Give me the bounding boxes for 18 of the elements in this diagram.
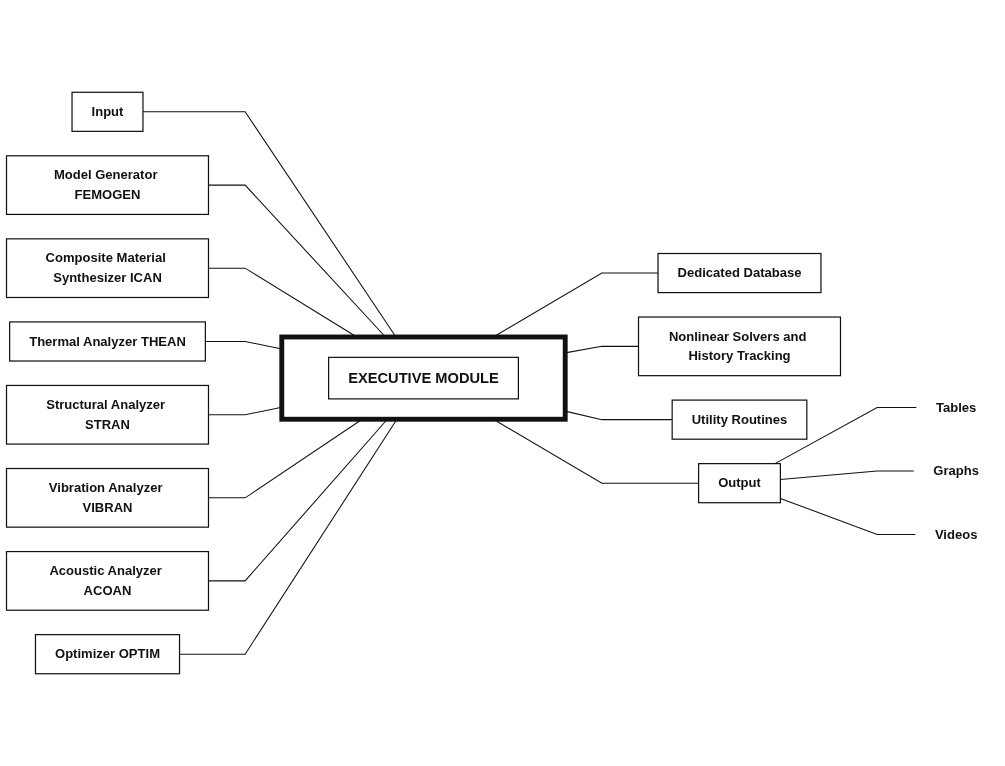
node-text: Videos [934, 527, 978, 541]
node-box: Composite Material Synthesizer ICAN [5, 238, 210, 299]
node-box: Structural Analyzer STRAN [5, 384, 210, 445]
node-text: Tables [935, 400, 977, 414]
node-box: Input [71, 91, 144, 132]
node-box: Output [698, 463, 781, 504]
node-box: Thermal Analyzer THEAN [9, 321, 206, 362]
node-box: Acoustic Analyzer ACOAN [5, 550, 210, 611]
node-box: Vibration Analyzer VIBRAN [5, 467, 210, 528]
node-text: Graphs [933, 463, 979, 478]
node-box: Nonlinear Solvers and History Tracking [637, 316, 842, 377]
node-box: Dedicated Database [657, 252, 822, 294]
node-box: Optimizer OPTIM [34, 634, 181, 675]
node-box: Utility Routines [671, 399, 808, 440]
node-box: Model Generator FEMOGEN [5, 155, 210, 216]
node-box: EXECUTIVE MODULE [328, 356, 519, 400]
cluster [279, 334, 568, 422]
connector [774, 406, 917, 465]
